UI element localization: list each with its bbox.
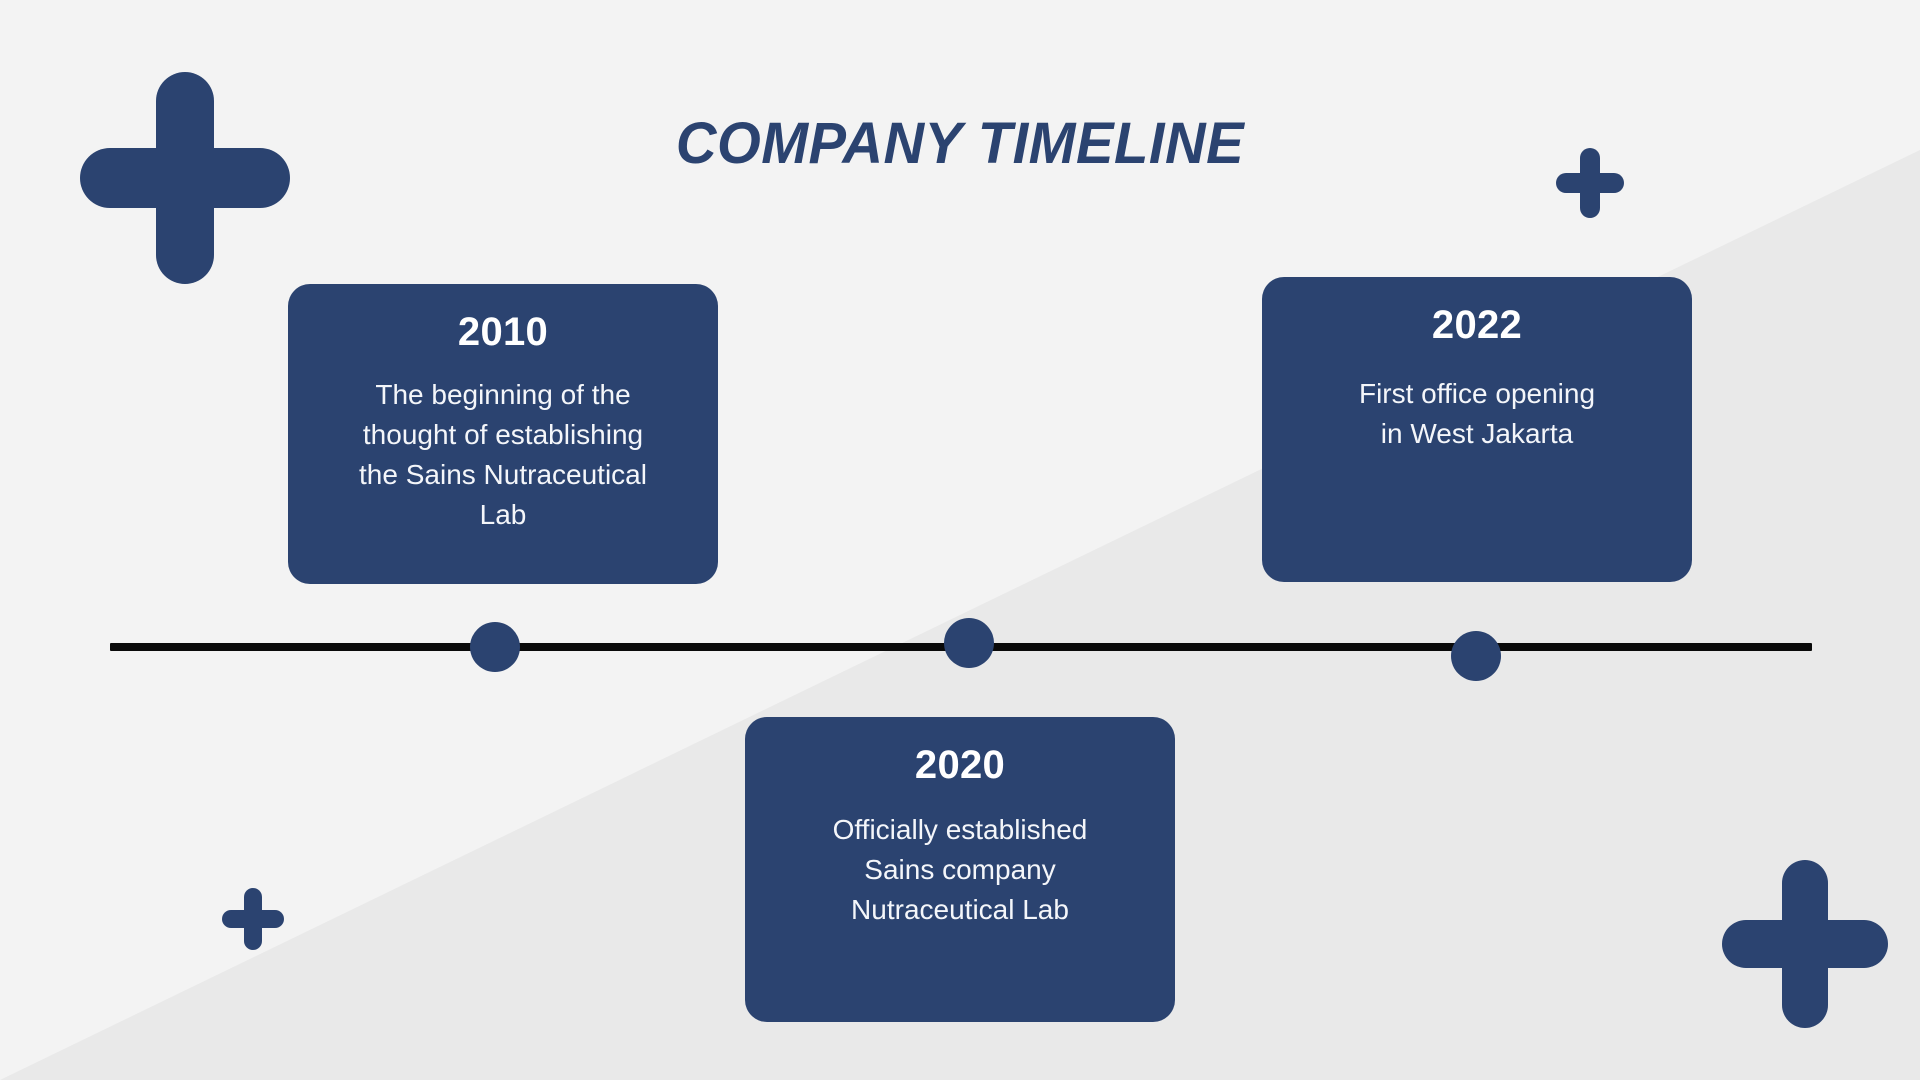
milestone-card-2022[interactable]: 2022 First office opening in West Jakart… — [1262, 277, 1692, 582]
plus-icon — [80, 72, 290, 284]
milestone-description: The beginning of the thought of establis… — [359, 378, 647, 530]
plus-icon — [1556, 148, 1624, 218]
milestone-year: 2022 — [1431, 303, 1523, 347]
milestone-description: First office opening in West Jakarta — [1358, 377, 1596, 449]
milestone-year: 2010 — [457, 310, 549, 354]
timeline-dot-2022[interactable] — [1451, 631, 1501, 681]
milestone-year: 2020 — [914, 743, 1006, 787]
milestone-description: Officially established Sains company Nut… — [832, 813, 1088, 925]
page-title: COMPANY TIMELINE — [675, 111, 1245, 176]
plus-icon — [1722, 860, 1888, 1028]
timeline-dot-2020[interactable] — [944, 618, 994, 668]
timeline-dot-2010[interactable] — [470, 622, 520, 672]
milestone-card-2010[interactable]: 2010 The beginning of the thought of est… — [288, 284, 718, 584]
milestone-card-2020[interactable]: 2020 Officially established Sains compan… — [745, 717, 1175, 1022]
plus-icon — [222, 888, 284, 950]
